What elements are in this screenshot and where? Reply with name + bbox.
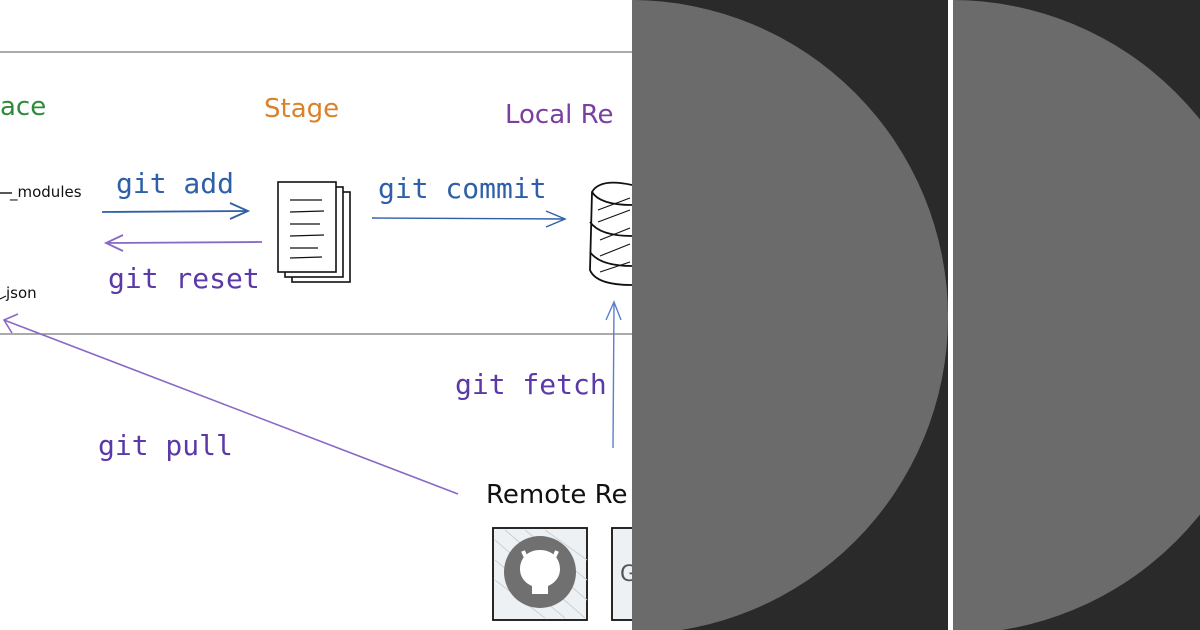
git-fetch-arrow — [605, 300, 622, 449]
git-reset-label: git reset — [108, 262, 260, 295]
git-reset-arrow — [103, 234, 263, 252]
document-stack-icon — [277, 181, 351, 283]
git-commit-label: git commit — [378, 172, 547, 205]
stage-title: Stage — [264, 94, 340, 124]
file-node-modules: _modules — [10, 183, 82, 201]
git-pull-arrow — [2, 313, 459, 495]
overlay-panel-left — [632, 0, 950, 630]
overlay-panel-right — [953, 0, 1200, 630]
workspace-title: ace — [0, 92, 47, 122]
overlay-half-circle — [953, 0, 1200, 630]
file-json: json — [6, 284, 37, 302]
git-add-label: git add — [116, 167, 235, 200]
local-repo-title: Local Re — [505, 100, 614, 130]
git-add-arrow — [101, 202, 251, 220]
database-icon — [589, 181, 633, 286]
remote-github-box — [492, 527, 588, 621]
git-fetch-label: git fetch — [455, 368, 607, 401]
overlay-divider — [948, 0, 953, 630]
overlay-half-circle — [632, 0, 948, 630]
file-item-mark — [0, 295, 7, 300]
git-commit-arrow — [371, 210, 567, 228]
remote-repo-title: Remote Re — [486, 480, 628, 510]
git-pull-label: git pull — [98, 429, 233, 462]
